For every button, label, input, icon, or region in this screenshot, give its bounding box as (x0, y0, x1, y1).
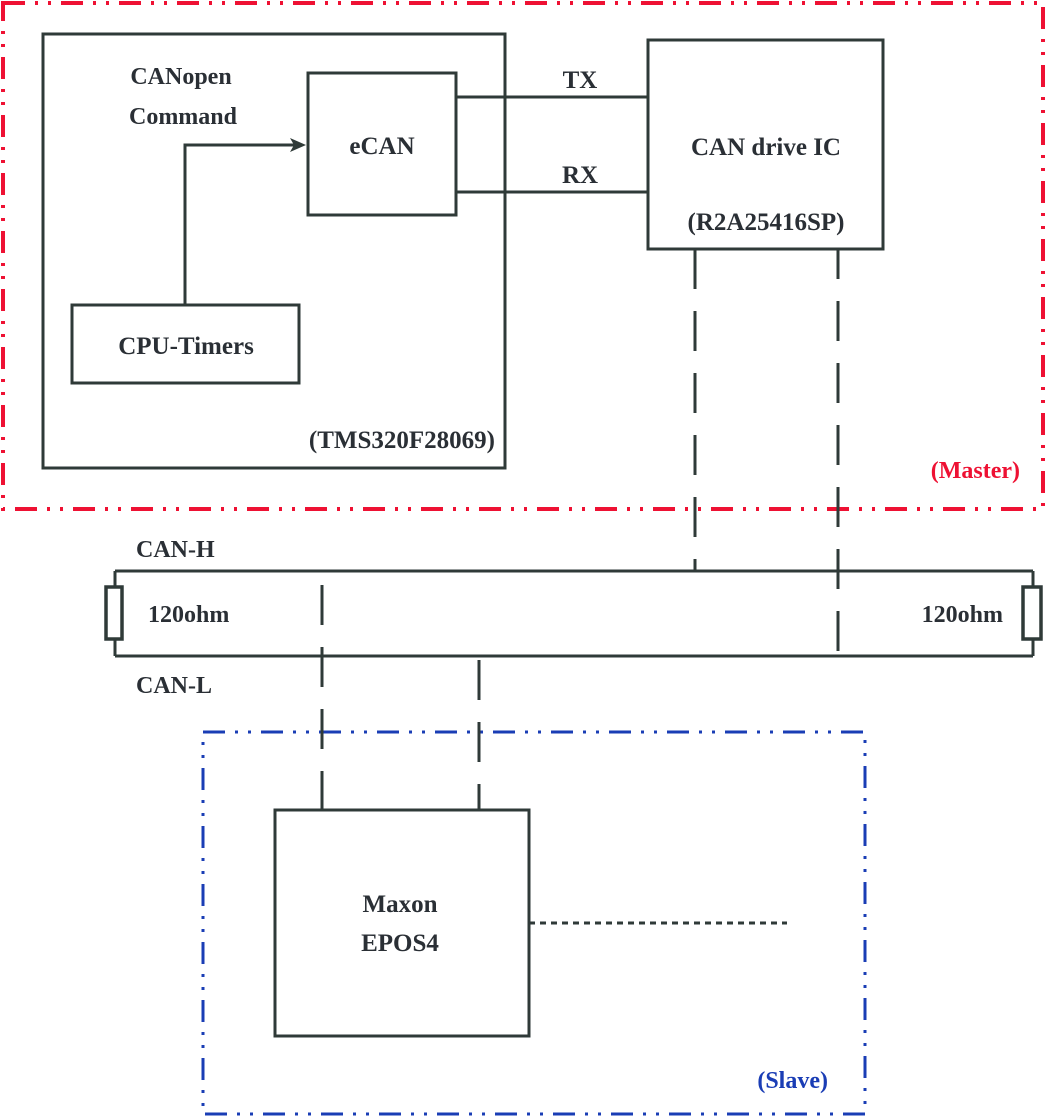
master-label: (Master) (931, 458, 1020, 484)
left-terminator-label: 120ohm (148, 602, 229, 628)
rx-label: RX (562, 162, 598, 189)
cpu-timers-label: CPU-Timers (118, 333, 254, 360)
right-terminator-label: 120ohm (922, 602, 1003, 628)
epos4-name-line1: Maxon (363, 891, 438, 918)
can-driver-part: (R2A25416SP) (688, 209, 845, 236)
canopen-command-line1: CANopen (130, 64, 231, 90)
ecan-block (306, 71, 458, 217)
right-resistor-icon (1021, 585, 1043, 641)
arrowhead-icon (290, 138, 306, 152)
can-h-label: CAN-H (136, 537, 215, 563)
ecan-label: eCAN (349, 133, 414, 160)
epos4-controller-box (273, 808, 531, 1038)
can-driver-ic-box (646, 38, 885, 251)
slave-label: (Slave) (757, 1068, 828, 1094)
timer-to-ecan-connector (183, 143, 296, 305)
canopen-command-line2: Command (129, 104, 238, 130)
can-driver-name: CAN drive IC (691, 134, 841, 161)
can-l-label: CAN-L (136, 673, 212, 699)
mcu-part-label: (TMS320F28069) (309, 427, 495, 454)
epos4-name-line2: EPOS4 (361, 930, 439, 957)
tx-label: TX (563, 67, 598, 94)
left-resistor-icon (104, 585, 124, 641)
master-region-border (1, 1, 1045, 511)
